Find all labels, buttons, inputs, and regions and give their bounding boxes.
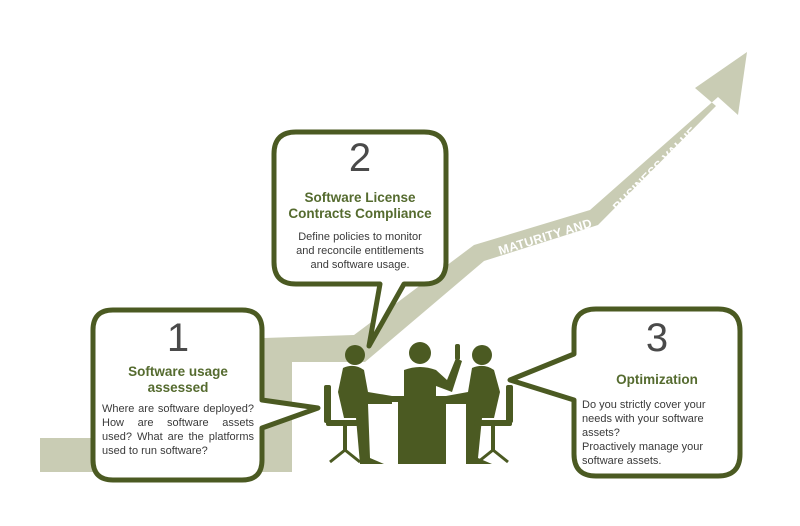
step-1-content: 1 Software usage assessed Where are soft… — [100, 318, 256, 458]
step-3-number: 3 — [645, 316, 669, 360]
step-2-desc-line2: and reconcile entitlements — [296, 245, 424, 257]
arrow-label-business-value: BUSINESS VALUE — [610, 124, 700, 214]
step-3-desc-line4: Proactively manage your — [582, 441, 704, 453]
step-2-number: 2 — [348, 136, 372, 180]
step-3-desc-line5: software assets. — [582, 455, 662, 467]
step-3-content: 3 Optimization Do you strictly cover you… — [582, 318, 732, 468]
step-2-title-line1: Software License — [304, 190, 416, 205]
step-1-description: Where are software deployed? How are sof… — [102, 403, 254, 457]
meeting-people-icon — [324, 342, 513, 464]
bubble-2-outline — [271, 129, 449, 349]
step-3-title: Optimization — [616, 372, 698, 387]
step-2-desc-line3: and software usage. — [310, 259, 410, 271]
step-2-title-line2: Contracts Compliance — [288, 206, 432, 221]
step-1-number: 1 — [166, 316, 190, 360]
step-1-title-line2: assessed — [147, 380, 209, 395]
step-3-desc-line3: assets? — [582, 427, 620, 439]
step-2-desc-line1: Define policies to monitor — [298, 231, 422, 243]
step-3-desc-line1: Do you strictly cover your — [582, 399, 706, 411]
step-1-title-line1: Software usage — [128, 364, 228, 379]
step-3-desc-line2: needs with your software — [582, 413, 704, 425]
step-2-content: 2 Software License Contracts Compliance … — [280, 138, 440, 272]
bubble-3-outline — [507, 306, 743, 479]
bubble-1-outline — [90, 307, 321, 483]
